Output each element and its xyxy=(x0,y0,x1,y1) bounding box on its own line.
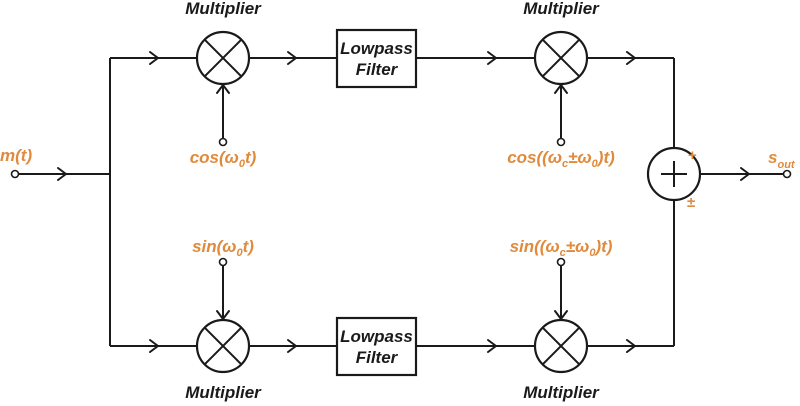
arrow-icon xyxy=(626,339,636,353)
output-terminal xyxy=(782,169,792,179)
cos-wc-label: cos((ωc±ω0)t) xyxy=(507,148,615,170)
sin-w0-label: sin(ω0t) xyxy=(192,237,254,259)
svg-text:Lowpass: Lowpass xyxy=(340,39,413,58)
arrow-icon xyxy=(287,339,297,353)
arrow-icon xyxy=(554,310,568,320)
cos-w0-label: cos(ω0t) xyxy=(190,148,257,170)
lowpass-filter-bottom: Lowpass Filter xyxy=(335,316,418,377)
arrow-icon xyxy=(149,51,159,65)
sin-wc-terminal xyxy=(556,257,566,267)
arrow-icon xyxy=(216,84,230,94)
arrow-icon xyxy=(216,310,230,320)
svg-text:Lowpass: Lowpass xyxy=(340,327,413,346)
multiplier-bottom-right-label: Multiplier xyxy=(523,383,600,402)
multiplier-bottom-right xyxy=(533,318,589,374)
svg-text:Filter: Filter xyxy=(356,60,399,79)
input-terminal xyxy=(10,169,20,179)
arrow-icon xyxy=(740,167,750,181)
input-label: m(t) xyxy=(0,146,32,165)
multiplier-top-left xyxy=(195,30,251,86)
arrow-icon xyxy=(554,84,568,94)
multiplier-top-right-label: Multiplier xyxy=(523,0,600,18)
multiplier-bottom-left xyxy=(195,318,251,374)
lowpass-filter-top: Lowpass Filter xyxy=(335,28,418,89)
arrow-icon xyxy=(626,51,636,65)
arrow-icon xyxy=(149,339,159,353)
arrow-icon xyxy=(487,51,497,65)
sin-wc-label: sin((ωc±ω0)t) xyxy=(510,237,613,259)
svg-text:Filter: Filter xyxy=(356,348,399,367)
arrow-icon xyxy=(57,167,67,181)
arrow-icon xyxy=(287,51,297,65)
arrow-icon xyxy=(487,339,497,353)
multiplier-top-right xyxy=(533,30,589,86)
output-label: sout xyxy=(768,148,796,171)
cos-w0-terminal xyxy=(218,137,228,147)
multiplier-top-left-label: Multiplier xyxy=(185,0,262,18)
cos-wc-terminal xyxy=(556,137,566,147)
sin-w0-terminal xyxy=(218,257,228,267)
summer-sign-bottom: ± xyxy=(687,194,695,211)
multiplier-bottom-left-label: Multiplier xyxy=(185,383,262,402)
summer-sign-top: + xyxy=(688,147,697,164)
